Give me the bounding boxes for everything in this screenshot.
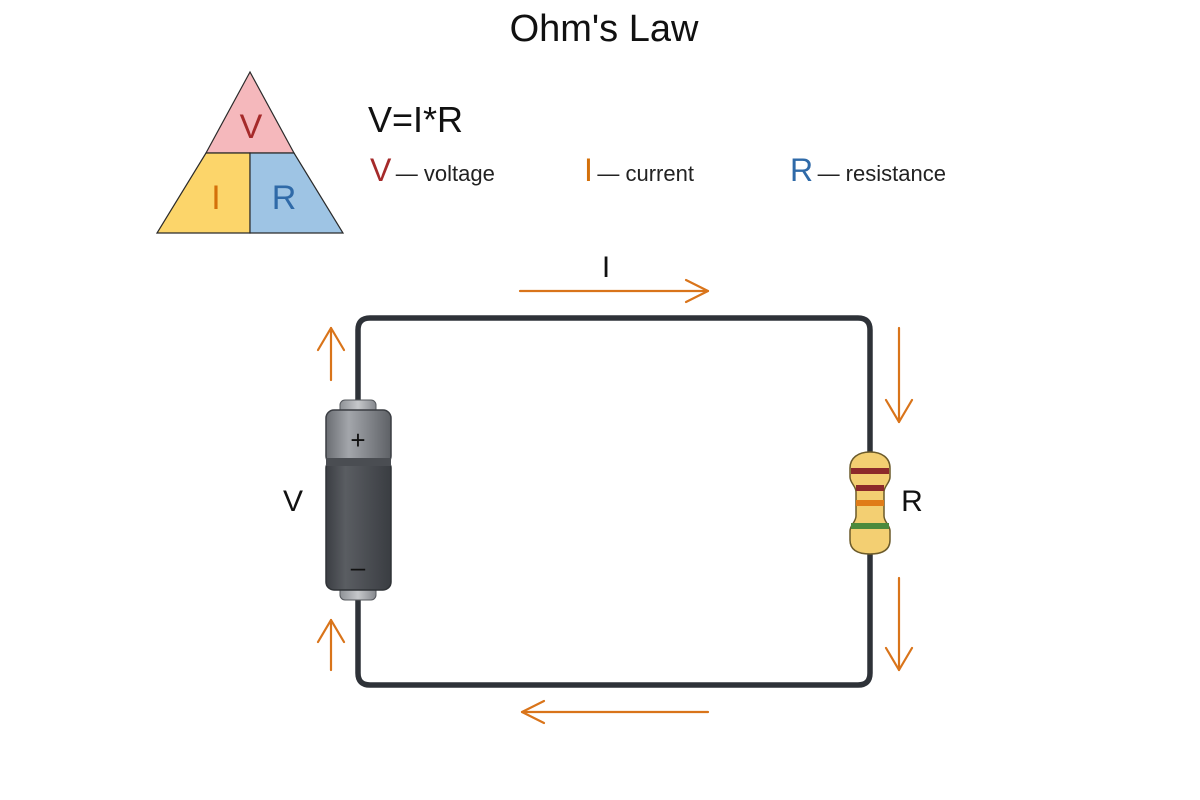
current-arrows bbox=[316, 278, 914, 725]
legend-symbol-voltage: V bbox=[370, 152, 392, 188]
ohms-law-triangle: V I R bbox=[155, 70, 345, 234]
battery-icon: + – bbox=[325, 399, 392, 601]
battery-plus-sign: + bbox=[350, 425, 365, 455]
battery-minus-sign: – bbox=[351, 552, 366, 582]
arrow-icon-left-upper-up bbox=[316, 326, 346, 382]
legend-text-resistance: — resistance bbox=[817, 161, 946, 186]
legend-text-current: — current bbox=[597, 161, 694, 186]
formula-text: V=I*R bbox=[368, 99, 464, 140]
wire-bottom-loop bbox=[355, 545, 873, 688]
voltage-label: V bbox=[283, 485, 303, 518]
legend-symbol-resistance: R bbox=[790, 152, 814, 188]
wire-top-loop bbox=[355, 315, 873, 460]
legend-text-voltage: — voltage bbox=[395, 161, 495, 186]
triangle-letter-i: I bbox=[211, 179, 220, 217]
triangle-resistance-section bbox=[249, 152, 345, 234]
page-title: Ohm's Law bbox=[509, 8, 699, 50]
arrow-icon-bottom-left bbox=[520, 699, 710, 725]
resistance-label: R bbox=[901, 485, 923, 518]
legend-symbol-current: I bbox=[584, 152, 593, 188]
triangle-letter-r: R bbox=[272, 179, 297, 217]
legend-current: I — current bbox=[584, 154, 694, 190]
current-label: I bbox=[602, 251, 610, 284]
arrow-icon-right-lower-down bbox=[884, 576, 914, 672]
legend-voltage: V — voltage bbox=[370, 154, 495, 190]
circuit-wires bbox=[355, 315, 873, 688]
arrow-icon-left-lower-up bbox=[316, 618, 346, 672]
triangle-letter-v: V bbox=[240, 108, 263, 146]
arrow-icon-right-upper-down bbox=[884, 326, 914, 424]
resistor-icon bbox=[849, 451, 891, 555]
arrow-icon-top-right bbox=[518, 278, 710, 304]
legend-resistance: R — resistance bbox=[790, 154, 946, 190]
